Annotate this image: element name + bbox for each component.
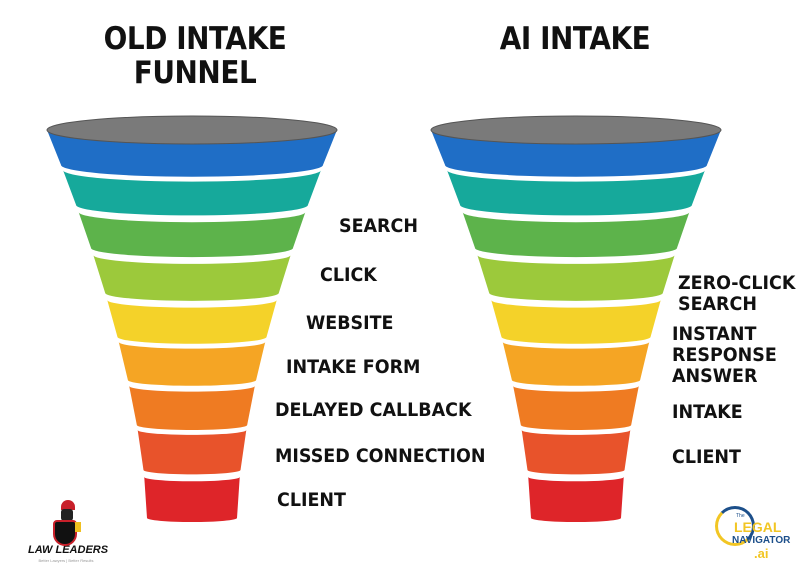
right-funnel-band-5 xyxy=(491,300,661,344)
right-funnel-band-2 xyxy=(446,170,706,216)
left-label-intake-form: INTAKE FORM xyxy=(286,356,421,378)
right-label-response: RESPONSE xyxy=(672,344,777,366)
right-funnel-rim xyxy=(430,115,722,145)
law-leaders-tagline: Better Lawyers | Better Results xyxy=(38,558,94,563)
left-label-missed-connection: MISSED CONNECTION xyxy=(275,445,486,467)
right-label-client: CLIENT xyxy=(672,446,741,468)
law-leaders-wordmark: LAW LEADERS xyxy=(28,544,109,556)
left-label-client: CLIENT xyxy=(277,489,346,511)
left-funnel-rim xyxy=(46,115,338,145)
right-label-intake: INTAKE xyxy=(672,401,743,423)
right-label-instant: INSTANT xyxy=(672,323,757,345)
left-label-delayed-callback: DELAYED CALLBACK xyxy=(275,399,472,421)
legal-navigator-ai: .ai xyxy=(754,546,769,561)
left-funnel-band-4 xyxy=(93,255,291,301)
left-label-search: SEARCH xyxy=(339,215,418,237)
left-funnel-band-9 xyxy=(144,477,240,523)
law-leaders-logo: LAW LEADERS Better Lawyers | Better Resu… xyxy=(28,500,109,582)
right-funnel-band-8 xyxy=(521,430,631,475)
left-label-click: CLICK xyxy=(320,264,377,286)
legal-navigator-logo: The LEGAL NAVIGATOR .ai xyxy=(712,500,792,570)
left-funnel-band-6 xyxy=(118,342,266,386)
left-funnel-band-8 xyxy=(137,430,247,475)
right-label-answer: ANSWER xyxy=(672,365,758,387)
left-title: OLD INTAKE FUNNEL xyxy=(83,22,308,90)
left-funnel-band-7 xyxy=(129,386,255,430)
right-funnel-band-7 xyxy=(513,386,639,430)
compass-icon xyxy=(715,506,755,546)
legal-navigator-legal: LEGAL xyxy=(734,519,782,535)
right-label-zero-click: ZERO-CLICK xyxy=(678,272,796,294)
legal-navigator-the: The xyxy=(736,513,745,519)
left-label-website: WEBSITE xyxy=(306,312,394,334)
right-label-search: SEARCH xyxy=(678,293,757,315)
left-title-line2: FUNNEL xyxy=(133,55,257,91)
legal-navigator-navigator: NAVIGATOR xyxy=(732,535,791,546)
right-title: AI INTAKE xyxy=(499,21,651,57)
knight-icon xyxy=(51,500,81,546)
right-funnel-band-9 xyxy=(528,477,624,523)
left-funnel-band-3 xyxy=(78,212,306,258)
left-title-line1: OLD INTAKE xyxy=(103,21,287,57)
right-funnel-band-4 xyxy=(477,255,675,301)
right-funnel-band-6 xyxy=(502,342,650,386)
left-funnel-band-2 xyxy=(62,170,322,216)
left-funnel-band-5 xyxy=(107,300,277,344)
right-funnel-band-3 xyxy=(462,212,690,258)
